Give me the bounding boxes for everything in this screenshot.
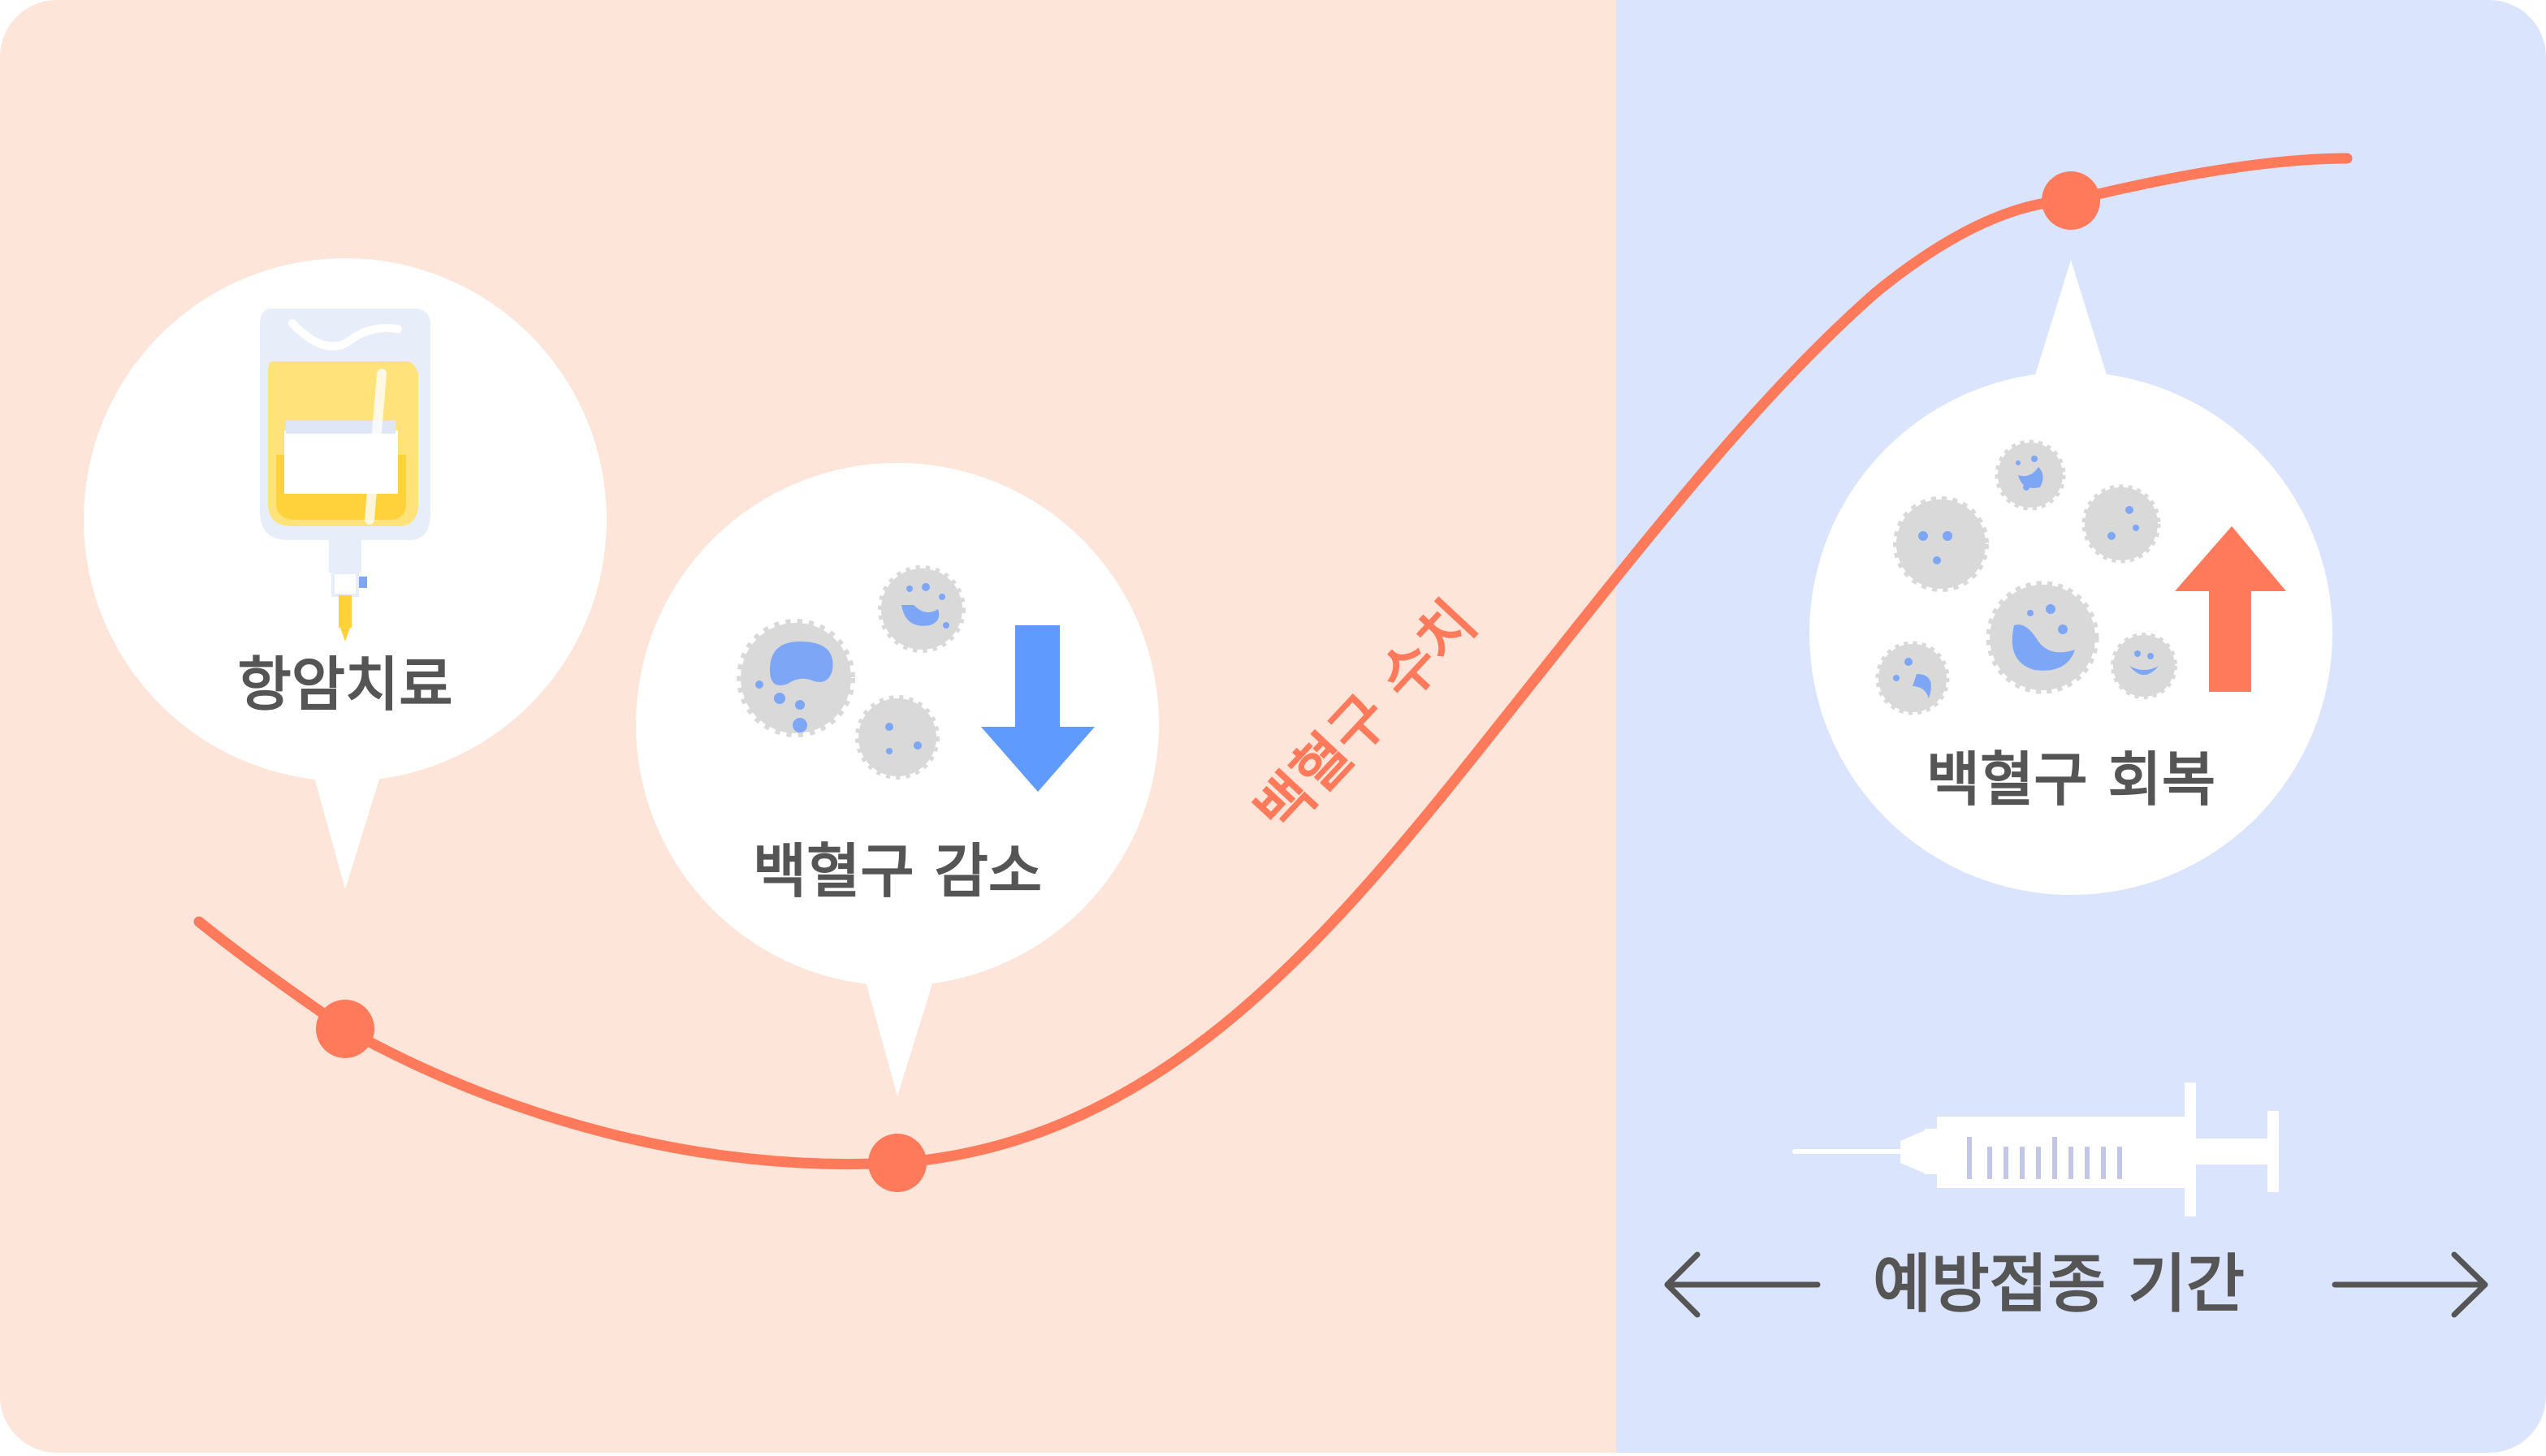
chemo-bubble: 항암치료 <box>84 258 607 889</box>
iv-bag-icon <box>260 309 430 642</box>
recovery-bubble: 백혈구 회복 <box>1809 260 2332 895</box>
decrease-point <box>868 1134 927 1192</box>
chemo-label: 항암치료 <box>238 650 453 719</box>
right-arrow-icon <box>2332 1251 2488 1318</box>
vaccination-period: 예방접종 기간 <box>1664 1248 2488 1321</box>
down-arrow-icon <box>981 625 1095 792</box>
vaccination-period-label: 예방접종 기간 <box>1873 1248 2245 1321</box>
wbc-cells-icon <box>737 565 966 780</box>
recovery-point <box>2042 171 2100 230</box>
wbc-cells-icon <box>1875 439 2177 715</box>
up-arrow-icon <box>2175 526 2286 692</box>
left-arrow-icon <box>1664 1251 1821 1318</box>
decrease-bubble: 백혈구 감소 <box>636 463 1159 1096</box>
syringe-icon <box>1792 1082 2279 1216</box>
chemo-point <box>316 1000 374 1058</box>
decrease-label: 백혈구 감소 <box>753 837 1042 905</box>
recovery-label: 백혈구 회복 <box>1926 745 2215 814</box>
